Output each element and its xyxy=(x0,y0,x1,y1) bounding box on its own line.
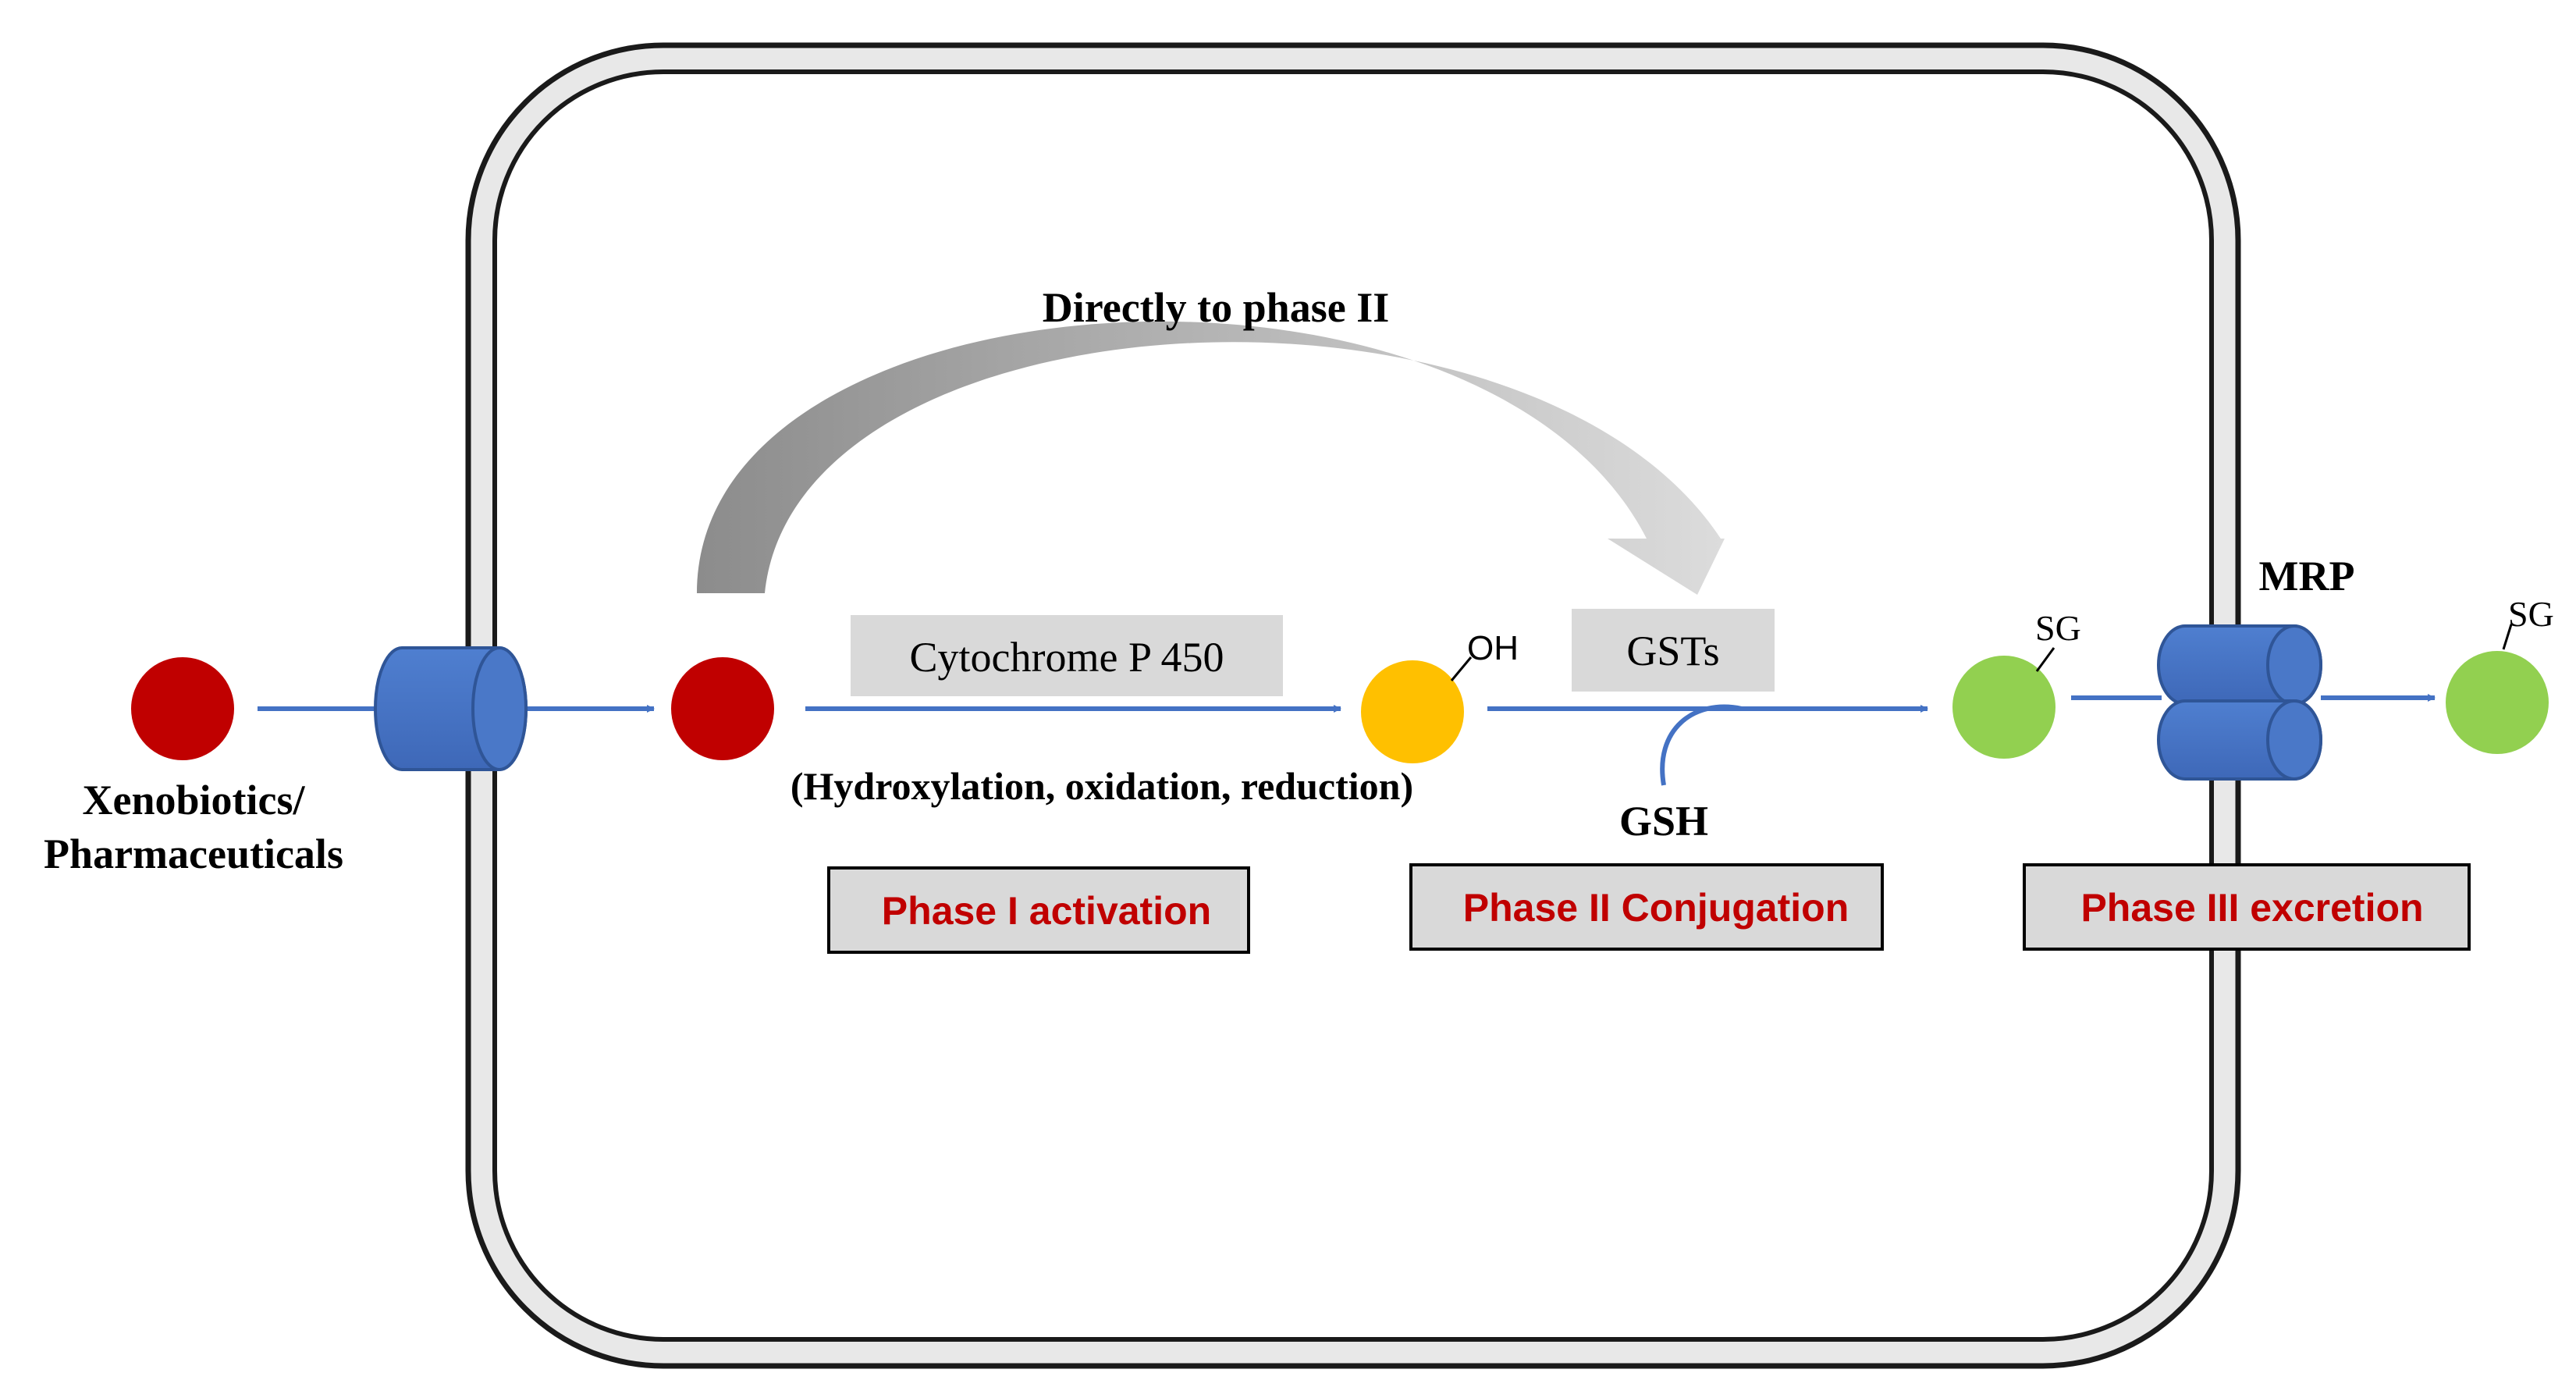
directly-to-phase2-label: Directly to phase II xyxy=(1043,284,1389,331)
phase3-label: Phase III excretion xyxy=(2080,886,2423,930)
xenobiotics-label-line2: Pharmaceuticals xyxy=(44,830,343,877)
phase3-box xyxy=(2023,863,2471,951)
phase1-box xyxy=(827,866,1250,954)
reactions-label: (Hydroxylation, oxidation, reduction) xyxy=(791,764,1413,808)
excreted-conjugate xyxy=(2443,648,2552,757)
sg-label-outside: SG xyxy=(2508,594,2554,634)
xenobiotics-label-line1: Xenobiotics/ xyxy=(82,777,305,823)
sg-bond-outside xyxy=(2502,624,2513,650)
intracellular-xenobiotic xyxy=(668,654,777,763)
xenobiotic-molecule xyxy=(128,654,237,763)
oh-label: OH xyxy=(1467,629,1519,667)
sg-bond-inside xyxy=(2035,647,2055,672)
hydroxylated-metabolite xyxy=(1358,657,1467,766)
gsts-box xyxy=(1572,609,1775,692)
gsh-label: GSH xyxy=(1619,798,1708,845)
mrp-label: MRP xyxy=(2259,553,2355,599)
oh-bond xyxy=(1450,656,1473,681)
gsts-label: GSTs xyxy=(1626,628,1719,674)
bypass-arrow xyxy=(697,321,1725,595)
gsh-curve xyxy=(1660,704,1743,786)
phase1-label: Phase I activation xyxy=(882,889,1211,933)
cytochrome-label: Cytochrome P 450 xyxy=(910,634,1224,681)
phase2-label: Phase II Conjugation xyxy=(1463,886,1849,930)
sg-label-inside: SG xyxy=(2035,608,2081,648)
mrp-transporter xyxy=(2157,624,2322,781)
glutathione-conjugate xyxy=(1949,653,2059,762)
phase2-box xyxy=(1409,863,1884,951)
uptake-transporter xyxy=(374,646,528,771)
cytochrome-box xyxy=(851,615,1283,696)
